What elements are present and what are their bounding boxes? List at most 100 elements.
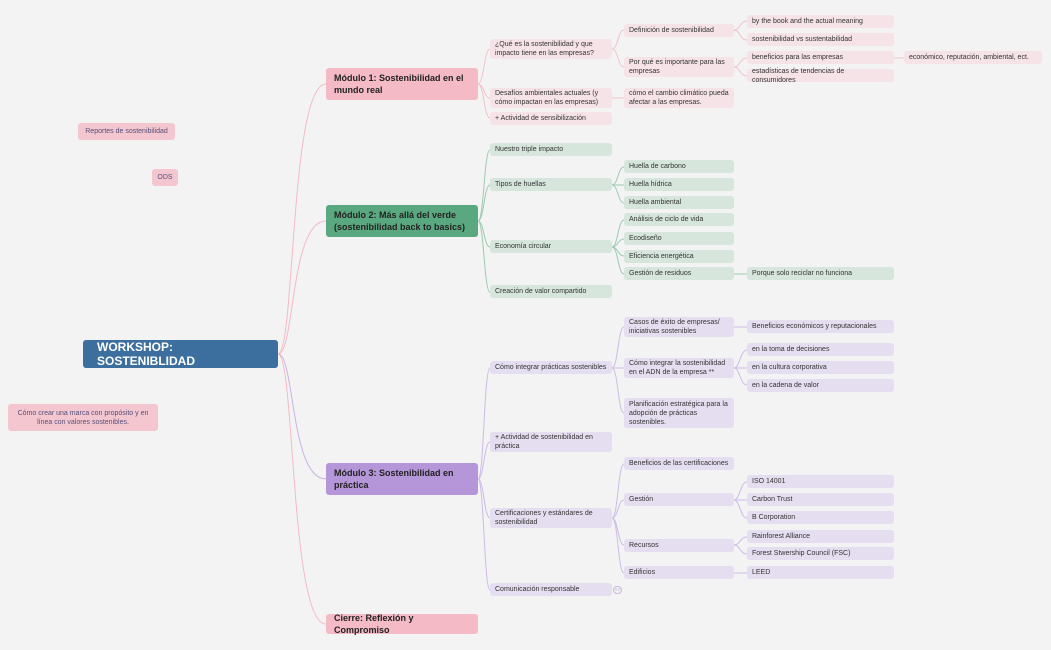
m1-by-the-book-label: by the book and the actual meaning xyxy=(752,18,863,25)
collapse-toggle[interactable]: ○○ xyxy=(613,586,622,594)
m2-ecodiseno[interactable]: Ecodiseño xyxy=(624,232,734,245)
m3-recursos[interactable]: Recursos xyxy=(624,539,734,552)
m1-estadisticas-label: estadísticas de tendencias de consumidor… xyxy=(752,67,845,84)
m3-beneficios-cert-label: Beneficios de las certificaciones xyxy=(629,460,729,467)
m3-certificaciones[interactable]: Certificaciones y estándares de sostenib… xyxy=(490,508,612,528)
m3-integrar[interactable]: Cómo integrar prácticas sostenibles xyxy=(490,361,612,374)
m1-definicion-label: Definición de sostenibilidad xyxy=(629,27,714,34)
m3-beneficios-economicos[interactable]: Beneficios económicos y reputacionales xyxy=(747,320,894,333)
m3-actividad-label: + Actividad de sostenibilidad en práctic… xyxy=(495,434,593,450)
m1-desafios-label: Desafíos ambientales actuales (y cómo im… xyxy=(495,90,599,106)
cierre-label: Cierre: Reflexión y Compromiso xyxy=(334,613,414,635)
m2-valor-label: Creación de valor compartido xyxy=(495,288,587,295)
m2-valor-compartido[interactable]: Creación de valor compartido xyxy=(490,285,612,298)
m1-por-que-label: Por qué es importante para las empresas xyxy=(629,59,725,75)
m1-estadisticas[interactable]: estadísticas de tendencias de consumidor… xyxy=(747,67,894,84)
m1-beneficios[interactable]: beneficios para las empresas xyxy=(747,51,894,64)
m3-carbon-trust[interactable]: Carbon Trust xyxy=(747,493,894,506)
m2-gestion-residuos[interactable]: Gestión de residuos xyxy=(624,267,734,280)
m3-actividad[interactable]: + Actividad de sostenibilidad en práctic… xyxy=(490,432,612,452)
m2-reciclar-label: Porque solo reciclar no funciona xyxy=(752,270,853,277)
m3-beneficios-eco-label: Beneficios económicos y reputacionales xyxy=(752,323,877,330)
m1-desafios[interactable]: Desafíos ambientales actuales (y cómo im… xyxy=(490,88,612,108)
cierre-topic[interactable]: Cierre: Reflexión y Compromiso xyxy=(326,613,478,635)
m3-casos-exito[interactable]: Casos de éxito de empresas/ iniciativas … xyxy=(624,317,734,337)
m2-huella-ambiental[interactable]: Huella ambiental xyxy=(624,196,734,209)
m3-cadena-valor[interactable]: en la cadena de valor xyxy=(747,379,894,392)
m2-triple-label: Nuestro triple impacto xyxy=(495,146,564,153)
m3-rainforest-label: Rainforest Alliance xyxy=(752,533,810,540)
m2-ecodiseno-label: Ecodiseño xyxy=(629,235,662,242)
m3-cadena-label: en la cadena de valor xyxy=(752,382,819,389)
m1-economico[interactable]: económico, reputación, ambiental, ect. xyxy=(904,51,1042,64)
m2-huella-carbono[interactable]: Huella de carbono xyxy=(624,160,734,173)
root-topic-label: WORKSHOP: SOSTENIBLIDAD xyxy=(97,340,196,368)
root-topic[interactable]: WORKSHOP: SOSTENIBLIDAD xyxy=(83,340,278,368)
m3-leed-label: LEED xyxy=(752,569,771,576)
m2-hidrica-label: Huella hídrica xyxy=(629,181,672,188)
floating-topic-marca[interactable]: Cómo crear una marca con propósito y en … xyxy=(8,404,158,431)
m2-economia-label: Economía circular xyxy=(495,243,552,250)
m2-ciclo-label: Análisis de ciclo de vida xyxy=(629,216,704,223)
m1-by-the-book[interactable]: by the book and the actual meaning xyxy=(747,15,894,28)
m2-tipos-huellas[interactable]: Tipos de huellas xyxy=(490,178,612,191)
m3-cultura-corporativa[interactable]: en la cultura corporativa xyxy=(747,361,894,374)
m2-eficiencia-label: Eficiencia energética xyxy=(629,253,694,260)
floating-topic-reportes-label: Reportes de sostenibilidad xyxy=(85,128,168,135)
floating-topic-ods-label: ODS xyxy=(157,174,173,181)
module-2-label: Módulo 2: Más allá del verde (sostenibil… xyxy=(334,210,466,232)
m1-que-es-sostenibilidad[interactable]: ¿Qué es la sostenibilidad y que impacto … xyxy=(490,39,612,59)
m3-recursos-label: Recursos xyxy=(629,542,659,549)
module-3-topic[interactable]: Módulo 3: Sostenibilidad en práctica xyxy=(326,463,478,495)
module-2-topic[interactable]: Módulo 2: Más allá del verde (sostenibil… xyxy=(326,205,478,237)
m3-comunicacion[interactable]: Comunicación responsable xyxy=(490,583,612,596)
m1-definicion[interactable]: Definición de sostenibilidad xyxy=(624,24,734,37)
m3-gestion[interactable]: Gestión xyxy=(624,493,734,506)
m2-economia-circular[interactable]: Economía circular xyxy=(490,240,612,253)
m1-actividad-label: + Actividad de sensibilización xyxy=(495,115,586,122)
m1-por-que-importante[interactable]: Por qué es importante para las empresas xyxy=(624,57,734,77)
m3-casos-label: Casos de éxito de empresas/ iniciativas … xyxy=(629,319,720,335)
floating-topic-marca-label: Cómo crear una marca con propósito y en … xyxy=(17,409,149,426)
m3-fsc[interactable]: Forest Stwership Council (FSC) xyxy=(747,547,894,560)
m3-edificios[interactable]: Edificios xyxy=(624,566,734,579)
m2-reciclar[interactable]: Porque solo reciclar no funciona xyxy=(747,267,894,280)
m2-eficiencia[interactable]: Eficiencia energética xyxy=(624,250,734,263)
m3-b-corporation[interactable]: B Corporation xyxy=(747,511,894,524)
floating-topic-ods[interactable]: ODS xyxy=(152,169,178,186)
m3-rainforest[interactable]: Rainforest Alliance xyxy=(747,530,894,543)
m2-tipos-label: Tipos de huellas xyxy=(495,181,546,188)
m1-cambio-label: cómo el cambio climático pueda afectar a… xyxy=(629,90,729,106)
module-3-label: Módulo 3: Sostenibilidad en práctica xyxy=(334,468,454,490)
m3-fsc-label: Forest Stwership Council (FSC) xyxy=(752,550,851,557)
m3-bcorp-label: B Corporation xyxy=(752,514,796,521)
m1-que-es-label: ¿Qué es la sostenibilidad y que impacto … xyxy=(495,41,594,57)
m3-cultura-label: en la cultura corporativa xyxy=(752,364,827,371)
m2-ciclo-vida[interactable]: Análisis de ciclo de vida xyxy=(624,213,734,226)
floating-topic-reportes[interactable]: Reportes de sostenibilidad xyxy=(78,123,175,140)
m3-carbon-label: Carbon Trust xyxy=(752,496,793,503)
module-1-topic[interactable]: Módulo 1: Sostenibilidad en el mundo rea… xyxy=(326,68,478,100)
m3-gestion-label: Gestión xyxy=(629,496,654,503)
m3-toma-decisiones[interactable]: en la toma de decisiones xyxy=(747,343,894,356)
m2-triple-impacto[interactable]: Nuestro triple impacto xyxy=(490,143,612,156)
m1-sost-vs-sust[interactable]: sostenibilidad vs sustentabilidad xyxy=(747,33,894,46)
m3-planificacion[interactable]: Planificación estratégica para la adopci… xyxy=(624,398,734,428)
m1-beneficios-label: beneficios para las empresas xyxy=(752,54,844,61)
m3-certificaciones-label: Certificaciones y estándares de sostenib… xyxy=(495,510,593,526)
module-1-label: Módulo 1: Sostenibilidad en el mundo rea… xyxy=(334,73,464,95)
m3-planificacion-label: Planificación estratégica para la adopci… xyxy=(629,400,728,426)
m1-cambio-climatico[interactable]: cómo el cambio climático pueda afectar a… xyxy=(624,88,734,108)
m3-beneficios-cert[interactable]: Beneficios de las certificaciones xyxy=(624,457,734,470)
m2-huella-hidrica[interactable]: Huella hídrica xyxy=(624,178,734,191)
m1-actividad[interactable]: + Actividad de sensibilización xyxy=(490,112,612,125)
m3-iso-label: ISO 14001 xyxy=(752,478,786,485)
m3-iso[interactable]: ISO 14001 xyxy=(747,475,894,488)
m1-sost-vs-sust-label: sostenibilidad vs sustentabilidad xyxy=(752,36,853,43)
m3-adn-empresa[interactable]: Cómo integrar la sostenibilidad en el AD… xyxy=(624,358,734,378)
collapse-toggle-label: ○○ xyxy=(614,587,621,593)
m1-economico-label: económico, reputación, ambiental, ect. xyxy=(909,54,1029,61)
m3-leed[interactable]: LEED xyxy=(747,566,894,579)
m3-adn-label: Cómo integrar la sostenibilidad en el AD… xyxy=(629,360,726,376)
